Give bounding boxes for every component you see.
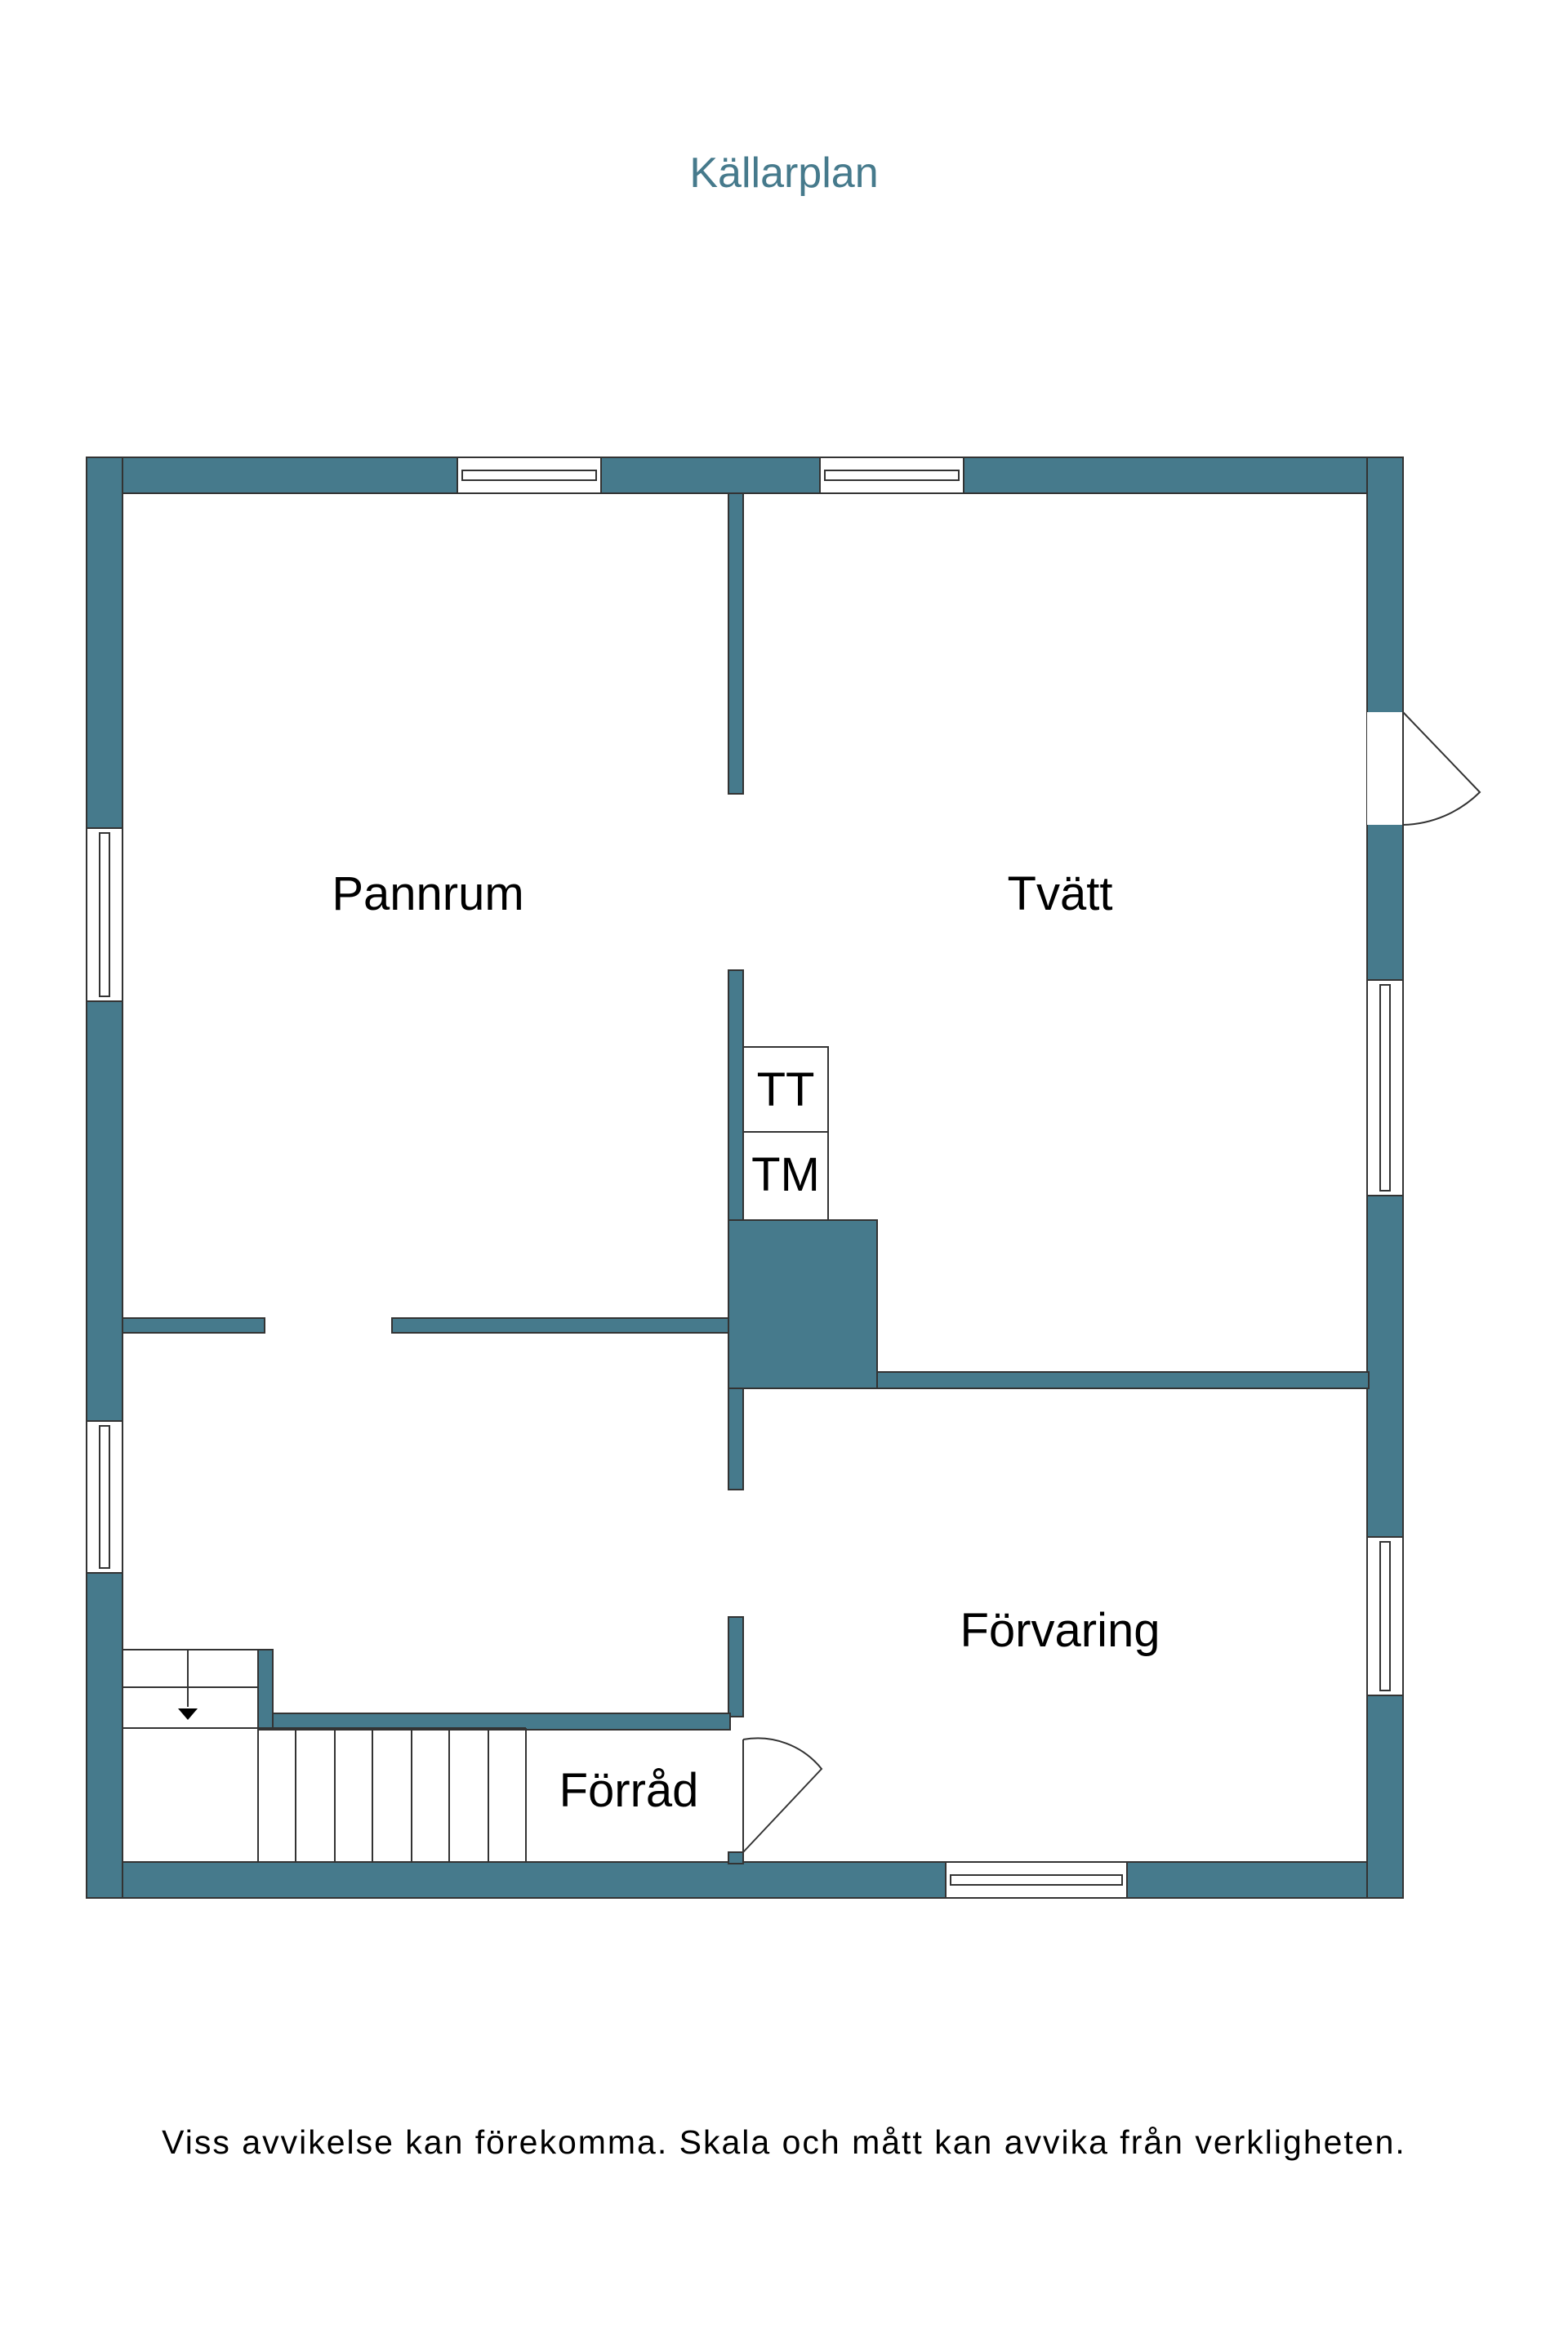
stair-direction-arrow-icon (178, 1708, 198, 1720)
wall-pannrum-left (122, 1317, 265, 1334)
window-left-1 (86, 827, 123, 1002)
room-label-tvatt: Tvätt (1008, 867, 1113, 920)
window-right-1 (1366, 979, 1404, 1196)
wall-tvatt-bottom (876, 1371, 1370, 1389)
window-top-2 (819, 457, 964, 494)
wall-center-upper (728, 492, 744, 795)
tumble-dryer-box (742, 1046, 829, 1133)
outer-wall-left (86, 457, 123, 1899)
plan-title: Källarplan (689, 149, 879, 197)
window-top-1 (457, 457, 602, 494)
room-label-forrad: Förråd (559, 1764, 699, 1817)
storage-door (742, 1737, 823, 1853)
window-bottom (945, 1861, 1128, 1899)
outer-wall-top (86, 457, 1404, 494)
room-label-forvaring: Förvaring (960, 1604, 1160, 1657)
wall-center-stub (728, 1851, 744, 1864)
washing-machine-box (742, 1131, 829, 1221)
wall-stair (257, 1649, 274, 1731)
window-right-2 (1366, 1536, 1404, 1696)
tumble-dryer-label: TT (757, 1063, 815, 1116)
chimney (728, 1219, 878, 1389)
window-left-2 (86, 1420, 123, 1574)
outer-wall-bottom (86, 1861, 1404, 1899)
room-label-pannrum: Pannrum (332, 867, 523, 920)
wall-pannrum-right (391, 1317, 731, 1334)
washing-machine-label: TM (751, 1148, 820, 1201)
exterior-door (1367, 711, 1481, 826)
disclaimer-text: Viss avvikelse kan förekomma. Skala och … (162, 2123, 1406, 2161)
staircase (122, 1649, 527, 1862)
wall-center-lower (728, 1616, 744, 1717)
